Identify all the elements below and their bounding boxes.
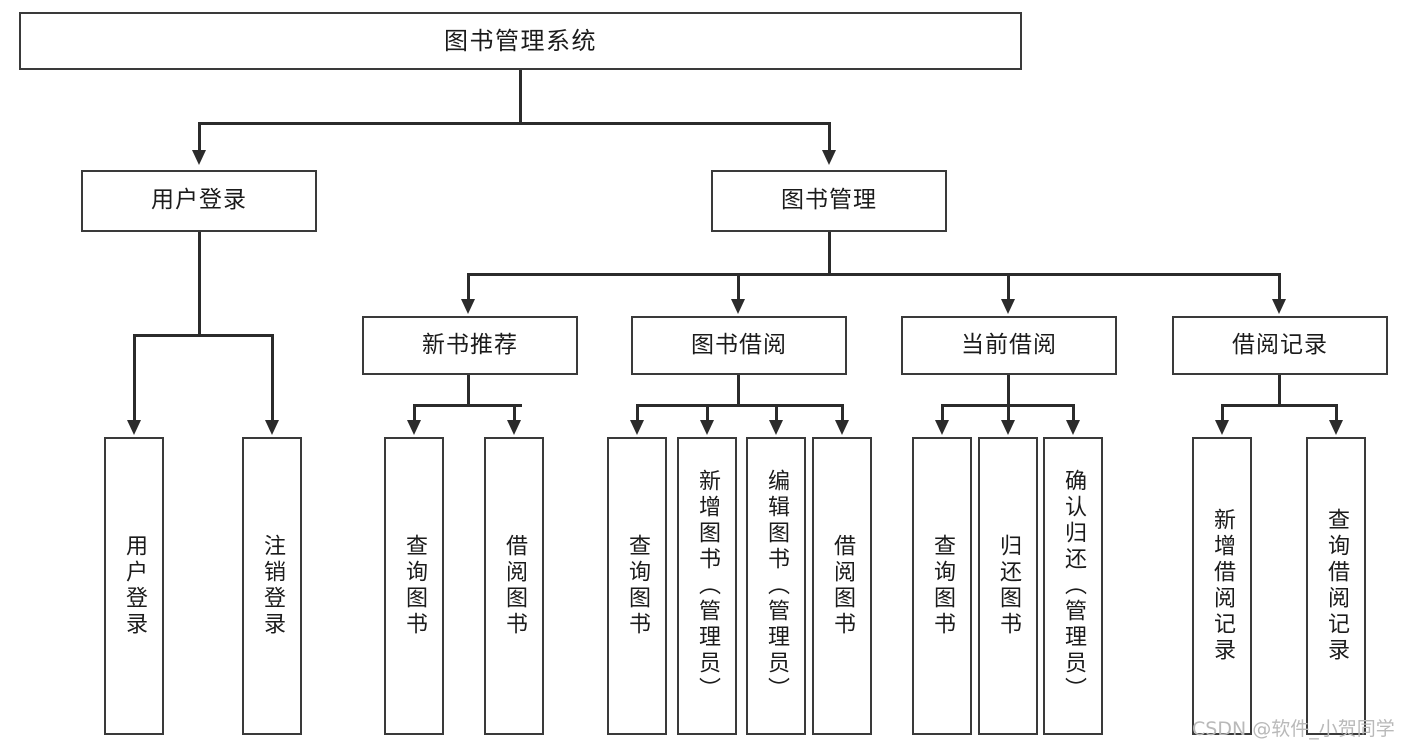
connector-book-management-stem [828,232,831,274]
connector-nb-to-leaf-1 [413,404,416,422]
arrow-bm-to-book-borrow [731,299,745,314]
node-label: 图书管理 [781,187,877,214]
connector-bm-to-book-borrow [737,273,740,301]
connector-new-book-bus [414,404,522,407]
node-leaf-nb-borrow-book[interactable]: 借阅图书 [484,437,544,735]
node-leaf-cb-confirm-return[interactable]: 确认归还（管理员） [1043,437,1103,735]
node-label: 新书推荐 [422,331,518,358]
arrow-br-to-leaf-2 [1329,420,1343,435]
connector-user-login-to-leaf-2 [271,334,274,422]
connector-bb-to-leaf-1 [636,404,639,422]
connector-bm-to-borrow-record [1278,273,1281,301]
connector-bm-to-new-book [467,273,470,301]
arrow-root-to-book-management [822,150,836,165]
arrow-bb-to-leaf-2 [700,420,714,435]
connector-bb-to-leaf-3 [775,404,778,422]
connector-user-login-stem [198,232,201,335]
arrow-cb-to-leaf-1 [935,420,949,435]
node-label: 新增借阅记录 [1209,508,1235,664]
connector-new-book-stem [467,375,470,405]
arrow-root-to-user-login [192,150,206,165]
node-book-management[interactable]: 图书管理 [711,170,947,232]
connector-root-stem [519,70,522,123]
node-borrow-record[interactable]: 借阅记录 [1172,316,1388,375]
node-leaf-logout[interactable]: 注销登录 [242,437,302,735]
connector-borrow-record-stem [1278,375,1281,405]
arrow-bb-to-leaf-3 [769,420,783,435]
node-label: 借阅记录 [1232,331,1328,358]
connector-book-management-bus [468,273,1280,276]
connector-cb-to-leaf-2 [1007,404,1010,422]
connector-book-borrow-bus [637,404,843,407]
arrow-bm-to-new-book [461,299,475,314]
node-label: 新增图书（管理员） [694,469,720,703]
node-label: 查询图书 [401,534,427,638]
arrow-cb-to-leaf-2 [1001,420,1015,435]
connector-bb-to-leaf-4 [841,404,844,422]
arrow-nb-to-leaf-2 [507,420,521,435]
node-leaf-nb-query-book[interactable]: 查询图书 [384,437,444,735]
connector-br-to-leaf-1 [1221,404,1224,422]
node-leaf-user-login[interactable]: 用户登录 [104,437,164,735]
node-leaf-br-add-record[interactable]: 新增借阅记录 [1192,437,1252,735]
arrow-user-login-to-leaf-1 [127,420,141,435]
node-leaf-bb-query-book[interactable]: 查询图书 [607,437,667,735]
node-label: 图书借阅 [691,331,787,358]
arrow-user-login-to-leaf-2 [265,420,279,435]
node-leaf-bb-borrow-book[interactable]: 借阅图书 [812,437,872,735]
connector-nb-to-leaf-2 [513,404,516,422]
node-leaf-cb-query-book[interactable]: 查询图书 [912,437,972,735]
node-label: 归还图书 [995,534,1021,638]
connector-bm-to-current-borrow [1007,273,1010,301]
connector-root-to-book-management [828,122,831,152]
arrow-bb-to-leaf-1 [630,420,644,435]
node-label: 图书管理系统 [444,26,597,55]
node-leaf-bb-add-book[interactable]: 新增图书（管理员） [677,437,737,735]
connector-cb-to-leaf-1 [941,404,944,422]
node-label: 当前借阅 [961,331,1057,358]
arrow-bm-to-current-borrow [1001,299,1015,314]
node-label: 用户登录 [121,534,147,638]
node-label: 注销登录 [259,534,285,638]
node-leaf-br-query-record[interactable]: 查询借阅记录 [1306,437,1366,735]
node-label: 查询图书 [624,534,650,638]
node-label: 确认归还（管理员） [1060,469,1086,703]
node-root-book-management-system[interactable]: 图书管理系统 [19,12,1022,70]
node-new-book-recommend[interactable]: 新书推荐 [362,316,578,375]
node-leaf-bb-edit-book[interactable]: 编辑图书（管理员） [746,437,806,735]
connector-book-borrow-stem [737,375,740,405]
node-label: 编辑图书（管理员） [763,469,789,703]
connector-bb-to-leaf-2 [706,404,709,422]
node-label: 用户登录 [151,187,247,214]
connector-root-bus [199,122,831,125]
arrow-bb-to-leaf-4 [835,420,849,435]
connector-cb-to-leaf-3 [1072,404,1075,422]
arrow-nb-to-leaf-1 [407,420,421,435]
connector-br-to-leaf-2 [1335,404,1338,422]
arrow-br-to-leaf-1 [1215,420,1229,435]
connector-user-login-to-leaf-1 [133,334,136,422]
arrow-bm-to-borrow-record [1272,299,1286,314]
node-current-borrow[interactable]: 当前借阅 [901,316,1117,375]
connector-current-borrow-stem [1007,375,1010,405]
connector-user-login-bus [134,334,273,337]
arrow-cb-to-leaf-3 [1066,420,1080,435]
node-leaf-cb-return-book[interactable]: 归还图书 [978,437,1038,735]
node-label: 查询借阅记录 [1323,508,1349,664]
node-user-login[interactable]: 用户登录 [81,170,317,232]
node-label: 借阅图书 [501,534,527,638]
connector-borrow-record-bus [1222,404,1337,407]
node-book-borrow[interactable]: 图书借阅 [631,316,847,375]
node-label: 查询图书 [929,534,955,638]
connector-root-to-user-login [198,122,201,152]
node-label: 借阅图书 [829,534,855,638]
